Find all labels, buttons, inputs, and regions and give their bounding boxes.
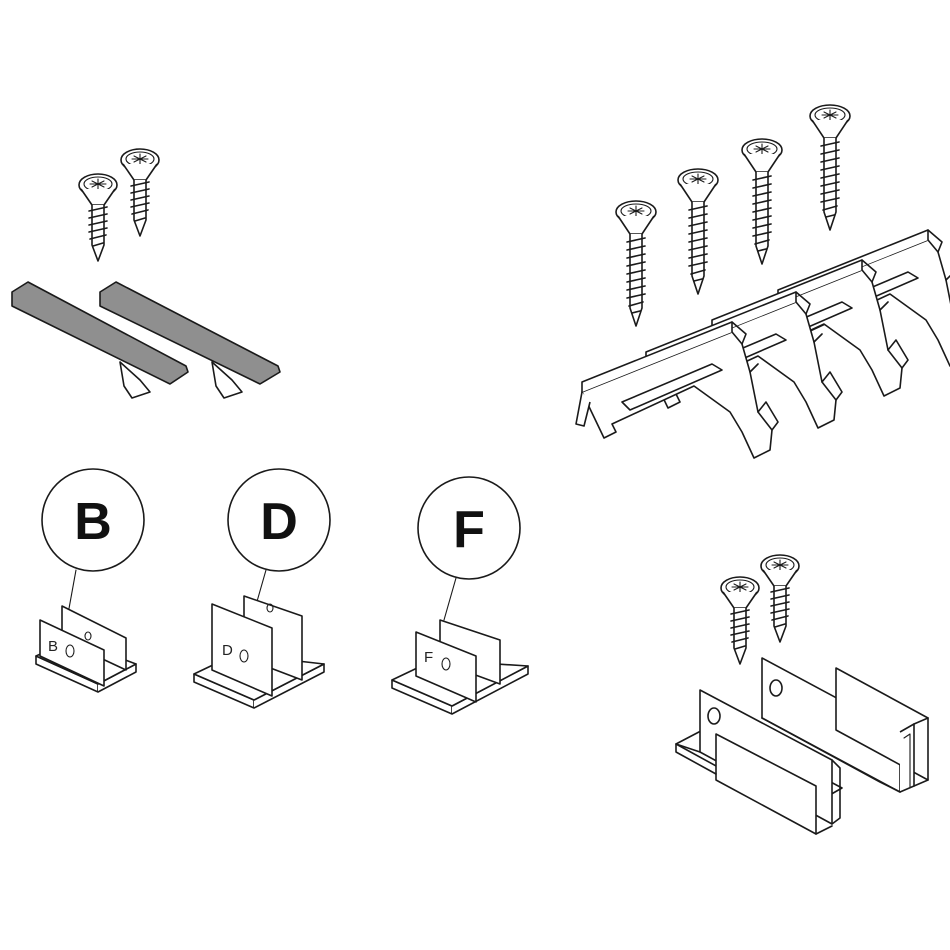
wood-screw-icon bbox=[720, 576, 760, 665]
gray-strip-icon bbox=[99, 281, 281, 399]
part-stamp: D bbox=[222, 642, 233, 659]
callout-letter: F bbox=[453, 501, 485, 559]
callout-b: B bbox=[41, 468, 145, 615]
wood-screw-icon bbox=[120, 148, 160, 237]
angle-plate-icon: F bbox=[391, 619, 529, 715]
wood-screw-icon bbox=[78, 173, 118, 262]
channel-rail-icon bbox=[761, 657, 929, 793]
callout-d: D bbox=[227, 468, 331, 613]
gray-strip-icon bbox=[11, 281, 189, 399]
wood-screw-icon bbox=[677, 168, 719, 295]
wood-screw-icon bbox=[760, 554, 800, 643]
part-stamp: F bbox=[424, 649, 433, 666]
callout-f: F bbox=[417, 476, 521, 621]
wood-screw-icon bbox=[741, 138, 783, 265]
channel-rail-icon bbox=[675, 689, 843, 835]
part-stamp: B bbox=[48, 638, 58, 655]
angle-plate-icon: B bbox=[35, 605, 137, 693]
wood-screw-icon bbox=[615, 200, 657, 327]
angle-plate-icon: D bbox=[193, 595, 325, 709]
callout-letter: B bbox=[74, 493, 112, 551]
callout-letter: D bbox=[260, 493, 298, 551]
wood-screw-icon bbox=[809, 104, 851, 231]
